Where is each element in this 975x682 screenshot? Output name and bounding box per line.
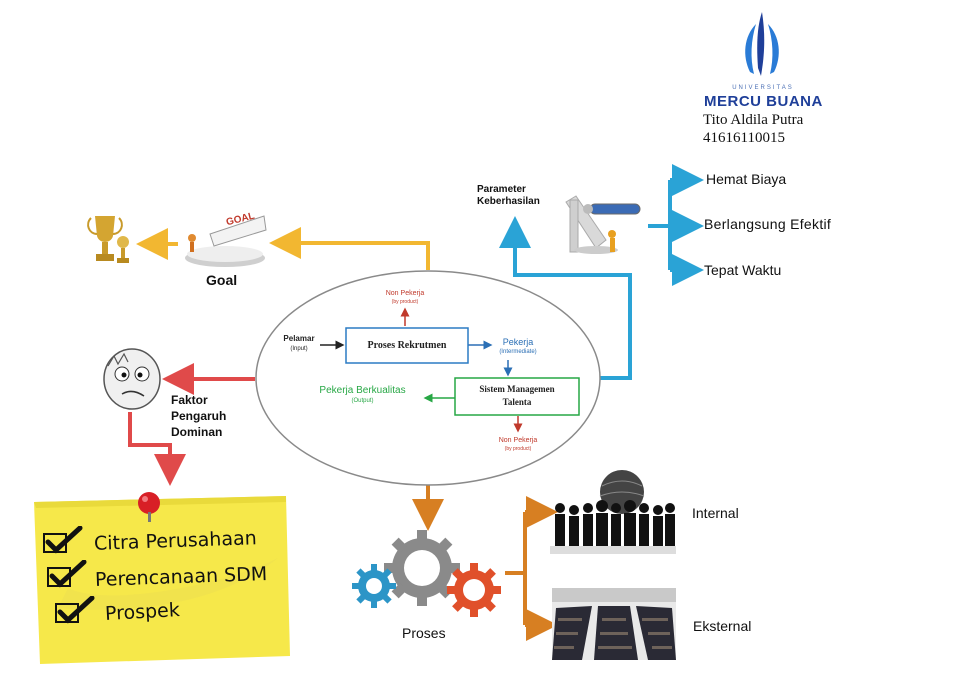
note-item-3: Prospek [104, 599, 181, 625]
pushpin-icon [138, 492, 160, 522]
smt-label: Sistem Managemen Talenta [479, 384, 555, 407]
eksternal-label: Eksternal [693, 618, 752, 634]
parameter-gauge-icon [565, 195, 641, 254]
parameter-item-1: Hemat Biaya [706, 171, 787, 187]
faktor-label: Faktor Pengaruh Dominan [171, 393, 227, 439]
pekerja-berkualitas-label: Pekerja Berkualitas (Output) [319, 385, 406, 404]
goal-label: Goal [206, 272, 238, 288]
arrow-to-goal [269, 227, 430, 270]
business-people-icon [550, 470, 676, 554]
goal-icon [185, 215, 267, 267]
trophy-icon [87, 216, 129, 263]
parameter-item-3: Tepat Waktu [704, 262, 782, 278]
university-small-label: UNIVERSITAS [732, 85, 794, 91]
checkmark-icon [43, 526, 83, 554]
author-name: Tito Aldila Putra [703, 112, 804, 128]
proses-rekrutmen-box [345, 327, 469, 364]
university-name: MERCU BUANA [704, 93, 823, 110]
arrow-to-note [128, 412, 186, 486]
proses-label: Proses [402, 625, 446, 641]
crowd-hall-icon [552, 588, 676, 660]
checkmark-icon [55, 596, 95, 624]
parameter-title: Parameter Keberhasilan [477, 184, 540, 207]
arrow-to-parameter [499, 216, 632, 380]
university-logo-icon [745, 12, 779, 76]
proses-rekrutmen-label: Proses Rekrutmen [367, 340, 447, 351]
non-pekerja-bottom: Non Pekerja (by product) [498, 437, 538, 452]
sticky-note [34, 496, 290, 664]
non-pekerja-top: Non Pekerja (by product) [385, 290, 425, 305]
pelamar-label: Pelamar (Input) [283, 334, 315, 352]
gears-icon [352, 530, 501, 617]
internal-label: Internal [692, 505, 739, 521]
pekerja-label: Pekerja (Intermediate) [499, 337, 537, 355]
student-id: 41616110015 [703, 130, 785, 146]
parameter-item-2: Berlangsung Efektif [704, 216, 832, 232]
confused-face-icon [103, 348, 161, 410]
checkmark-icon [47, 560, 87, 588]
smt-box [454, 377, 580, 416]
